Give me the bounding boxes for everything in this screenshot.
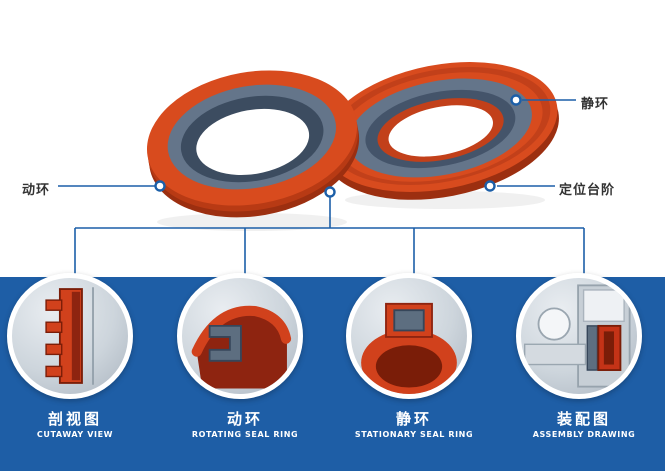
- detail-tree-dot-icon: [324, 186, 336, 198]
- assembly-section-drawing: [523, 284, 631, 388]
- detail-title-assembly-en: ASSEMBLY DRAWING: [532, 430, 636, 439]
- callout-connectors: [58, 99, 585, 274]
- cutaway-profile-drawing: [45, 287, 94, 385]
- detail-title-stationary-en: STATIONARY SEAL RING: [354, 430, 474, 439]
- stationary-seal-ring-image: [322, 62, 559, 200]
- detail-title-rotating-zh: 动环: [226, 410, 263, 428]
- rotating-ring-section-drawing: [191, 305, 292, 389]
- detail-title-cutaway-zh: 剖视图: [47, 410, 102, 428]
- callout-label-positioning-step: 定位台阶: [559, 183, 616, 198]
- detail-title-stationary-zh: 静环: [395, 410, 432, 428]
- callout-dots: [154, 94, 522, 198]
- detail-title-rotating-en: ROTATING SEAL RING: [191, 430, 299, 439]
- detail-circle-assembly-drawing: [516, 273, 642, 399]
- rotating-seal-ring-image: [146, 70, 360, 218]
- callout-label-stationary-ring: 静环: [581, 97, 610, 112]
- detail-circle-cutaway-view: [7, 273, 133, 399]
- ring-shadow: [157, 213, 347, 231]
- stationary-ring-dot-icon: [510, 94, 522, 106]
- detail-circle-stationary-ring: [346, 273, 472, 399]
- detail-title-cutaway-en: CUTAWAY VIEW: [36, 430, 114, 439]
- positioning-step-dot-icon: [484, 180, 496, 192]
- stationary-ring-section-drawing: [361, 302, 457, 394]
- detail-title-assembly-zh: 装配图: [556, 410, 611, 428]
- callout-label-rotating-ring: 动环: [22, 183, 51, 198]
- detail-circle-rotating-ring: [177, 273, 303, 399]
- rotating-ring-dot-icon: [154, 180, 166, 192]
